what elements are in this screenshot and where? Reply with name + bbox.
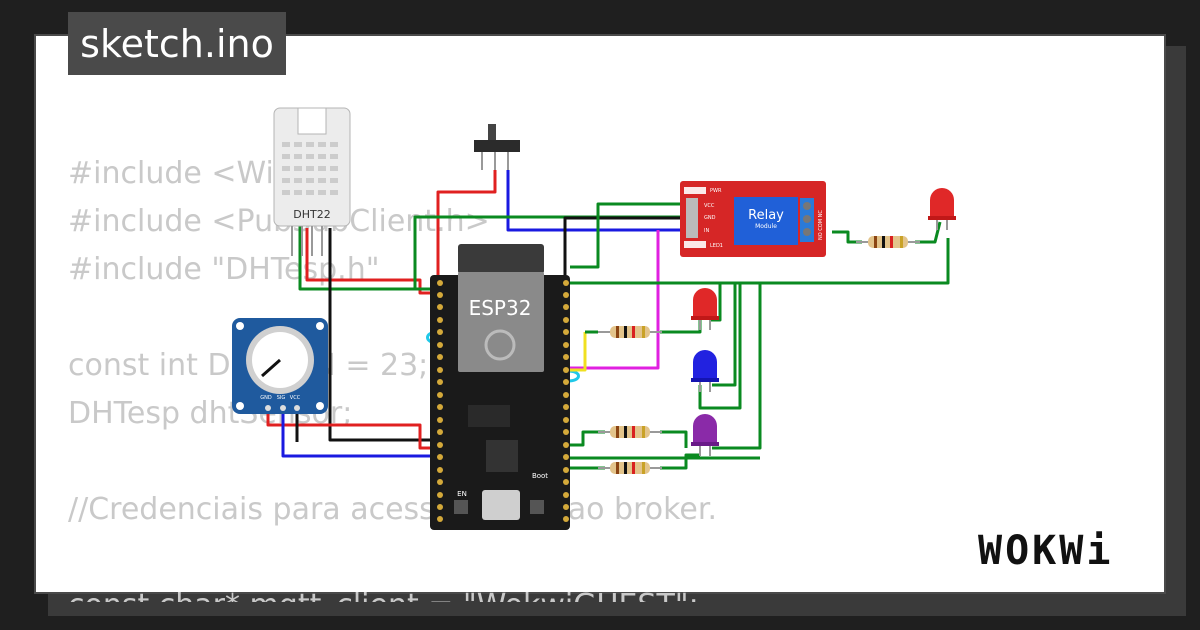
wire-green (660, 453, 700, 470)
relay-terminal-labels: NO COM NC (818, 210, 824, 240)
file-name-tab[interactable]: sketch.ino (68, 12, 286, 75)
wire-green (570, 202, 686, 269)
pot-vcc-label: VCC (290, 395, 301, 401)
resistor[interactable] (598, 462, 662, 474)
resistor[interactable] (598, 326, 662, 338)
wire-red (305, 228, 440, 295)
relay-sublabel: Module (755, 223, 777, 230)
wokwi-logo: WOKWi (978, 528, 1114, 574)
wire-green (660, 320, 702, 334)
resistor[interactable] (856, 236, 920, 248)
resistor[interactable] (598, 426, 662, 438)
slide-switch[interactable] (474, 124, 520, 170)
esp32-boot-label: Boot (532, 472, 548, 480)
relay-gnd-label: GND (704, 215, 716, 221)
dht22-label: DHT22 (293, 208, 330, 221)
esp32-board[interactable]: ESP32 Boot EN (430, 244, 570, 530)
relay-vcc-label: VCC (704, 203, 715, 209)
wire-black (563, 216, 686, 292)
led-purple[interactable] (691, 414, 719, 456)
relay-label: Relay (748, 208, 784, 223)
esp32-left-pins[interactable] (437, 280, 443, 522)
wire-green (832, 230, 862, 244)
dht22-sensor[interactable]: DHT22 (273, 107, 351, 256)
wire-magenta (570, 230, 660, 370)
wire-green (698, 283, 742, 410)
wire-green (712, 283, 762, 450)
led-red[interactable] (691, 288, 719, 330)
wire-yellow (568, 332, 587, 372)
wire-green (568, 430, 605, 447)
potentiometer[interactable]: GND SIG VCC (232, 318, 328, 414)
relay-pwr-label: PWR (710, 188, 722, 194)
wire-red (436, 170, 497, 285)
wire-green (712, 283, 737, 387)
relay-module[interactable]: Relay Module PWR VCC GND IN LED1 NO COM … (680, 181, 826, 257)
esp32-right-pins[interactable] (563, 280, 569, 522)
led-blue[interactable] (691, 350, 719, 392)
code-line: #include <PubSubClient.h> (68, 204, 490, 239)
code-line: #include "DHTesp.h" (68, 252, 380, 287)
relay-led-label: LED1 (710, 243, 723, 249)
esp32-en-label: EN (457, 490, 467, 498)
wire-black (328, 228, 440, 442)
code-line: //Credenciais para acesso à rede ao brok… (68, 492, 717, 527)
wire-green (915, 221, 942, 244)
wire-green (298, 224, 440, 291)
wire-green (660, 430, 688, 448)
wire-green (568, 238, 950, 285)
led-red[interactable] (928, 188, 956, 230)
wire-blue (506, 170, 686, 232)
relay-in-label: IN (704, 228, 709, 234)
pot-gnd-label: GND (260, 395, 272, 401)
esp32-label: ESP32 (469, 296, 532, 320)
preview-card (34, 34, 1166, 594)
code-line: const char* mqtt_client = "WokwiGUEST"; (68, 582, 717, 602)
pot-sig-label: SIG (277, 395, 286, 401)
